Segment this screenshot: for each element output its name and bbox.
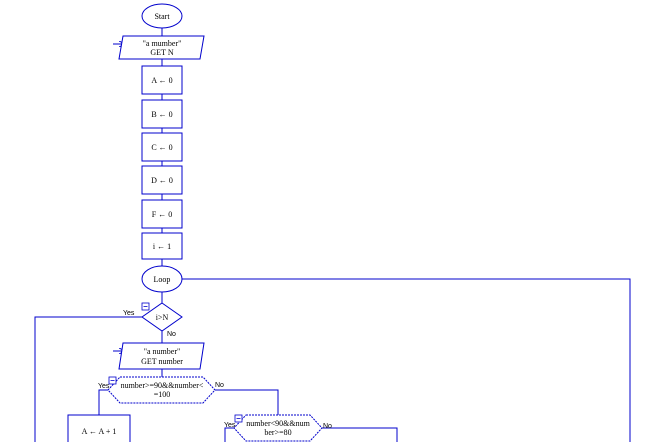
assign-node-i[interactable]: i ← 1 bbox=[141, 232, 183, 260]
main-connectors bbox=[34, 28, 631, 442]
assign-b-label: B ← 0 bbox=[151, 110, 172, 119]
condition-1-line2: =100 bbox=[154, 390, 171, 399]
yes-label: Yes bbox=[123, 310, 135, 317]
assign-a-label: A ← 0 bbox=[151, 76, 172, 85]
start-label: Start bbox=[154, 12, 170, 21]
input-get-label-2: GET number bbox=[141, 357, 183, 366]
condition-2-line1: number<90&&num bbox=[246, 419, 310, 428]
condition-2-line2: ber>=80 bbox=[264, 428, 291, 437]
assign-node-c[interactable]: C ← 0 bbox=[141, 132, 183, 162]
no-label: No bbox=[215, 382, 224, 389]
yes-label: Yes bbox=[224, 422, 236, 429]
input-node-get-n[interactable]: "a mumber" GET N bbox=[118, 35, 205, 60]
no-label: No bbox=[323, 423, 332, 430]
yes-label: Yes bbox=[98, 383, 110, 390]
input-get-label: GET N bbox=[150, 48, 173, 57]
no-label: No bbox=[167, 331, 176, 338]
input-node-get-number[interactable]: "a number" GET number bbox=[118, 342, 205, 370]
input-prompt-label-2: "a number" bbox=[144, 347, 181, 356]
assign-f-label: F ← 0 bbox=[152, 210, 172, 219]
input-prompt-label: "a mumber" bbox=[143, 39, 182, 48]
assign-node-b[interactable]: B ← 0 bbox=[141, 99, 183, 129]
decision-node-grade-b[interactable]: number<90&&num ber>=80 bbox=[233, 414, 323, 442]
loop-node[interactable]: Loop bbox=[141, 265, 183, 293]
loop-condition-label: i>N bbox=[156, 313, 169, 322]
start-node[interactable]: Start bbox=[141, 3, 183, 29]
breakpoint-box-icon[interactable] bbox=[108, 376, 117, 385]
assign-node-a-increment[interactable]: A ← A + 1 bbox=[67, 414, 131, 442]
decision-node-loop[interactable]: i>N bbox=[141, 302, 183, 332]
decision-node-grade-a[interactable]: number>=90&&number< =100 bbox=[107, 376, 216, 404]
assign-node-d[interactable]: D ← 0 bbox=[141, 165, 183, 195]
breakpoint-box-icon[interactable] bbox=[141, 302, 150, 311]
assign-d-label: D ← 0 bbox=[151, 176, 173, 185]
condition-1-line1: number>=90&&number< bbox=[121, 381, 204, 390]
assign-node-a[interactable]: A ← 0 bbox=[141, 65, 183, 95]
arrow-right-icon bbox=[113, 44, 124, 351]
assign-c-label: C ← 0 bbox=[151, 143, 172, 152]
assign-node-f[interactable]: F ← 0 bbox=[141, 199, 183, 229]
breakpoint-box-icon[interactable] bbox=[234, 414, 243, 423]
loop-label: Loop bbox=[154, 275, 171, 284]
assign-a-increment-label: A ← A + 1 bbox=[82, 427, 117, 436]
assign-i-label: i ← 1 bbox=[153, 242, 171, 251]
